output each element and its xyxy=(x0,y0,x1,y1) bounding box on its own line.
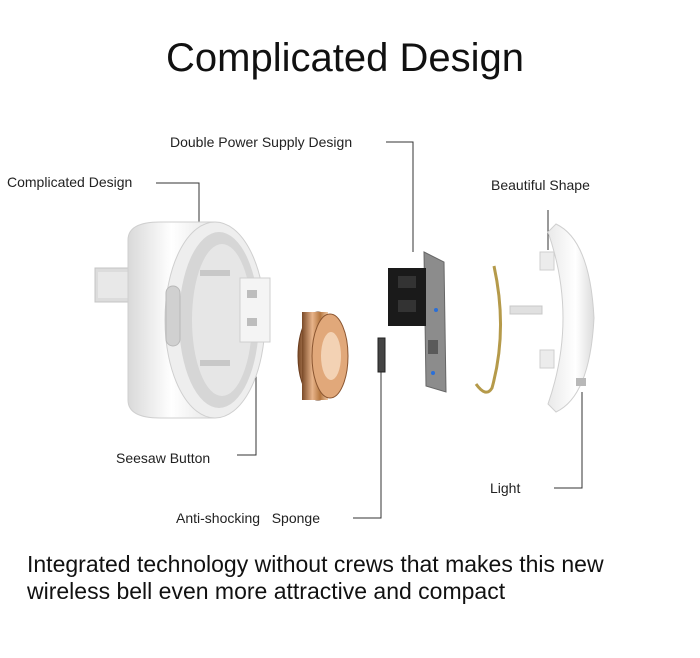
leader-light xyxy=(554,392,583,489)
label-seesaw-button: Seesaw Button xyxy=(116,450,211,466)
caption-line-2: wireless bell even more attractive and c… xyxy=(27,578,506,604)
front-cap xyxy=(509,223,595,413)
label-double-power-supply: Double Power Supply Design xyxy=(170,134,353,150)
page-title: Complicated Design xyxy=(166,36,524,80)
label-light: Light xyxy=(490,480,521,496)
label-beautiful-shape: Beautiful Shape xyxy=(491,177,590,193)
main-housing xyxy=(94,221,271,419)
label-anti-shocking-sponge: Anti-shocking Sponge xyxy=(176,510,320,526)
leader-double-power xyxy=(386,141,414,252)
leader-lines xyxy=(156,141,583,519)
caption-line-1: Integrated technology without crews that… xyxy=(27,551,604,577)
sponge-strip xyxy=(377,337,386,373)
leader-complicated xyxy=(156,182,200,228)
caption: Integrated technology without crews that… xyxy=(27,551,687,605)
circuit-board xyxy=(388,251,447,393)
spring-wire xyxy=(474,265,502,394)
label-complicated-design: Complicated Design xyxy=(7,174,133,190)
leader-sponge xyxy=(353,372,382,519)
copper-coil xyxy=(297,311,349,401)
leader-seesaw xyxy=(237,343,257,456)
